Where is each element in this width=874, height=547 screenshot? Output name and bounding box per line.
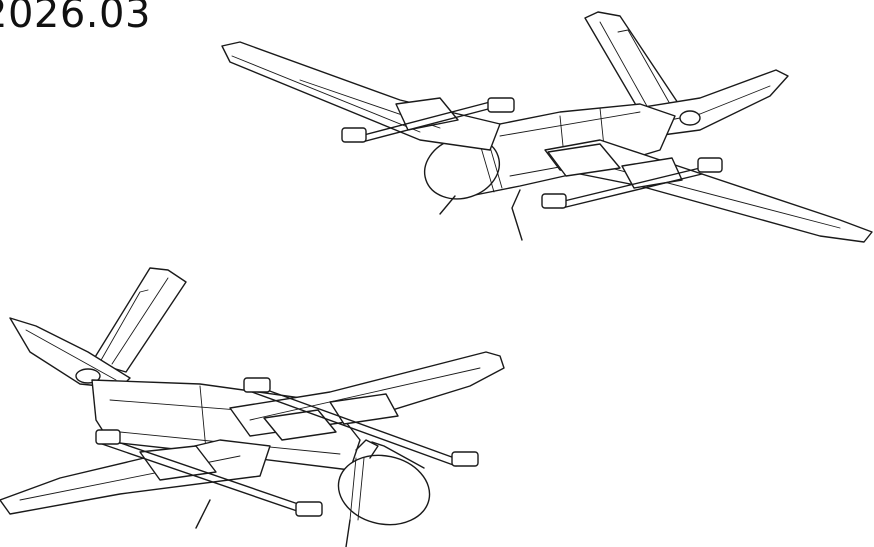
- bottom-left-wing: [0, 439, 271, 515]
- date-label: 2026.03: [0, 0, 151, 37]
- drone-illustration-bottom: [0, 267, 505, 547]
- bottom-right-wing: [229, 351, 505, 441]
- bottom-landing-gear: [195, 499, 351, 547]
- top-tail-fin: [584, 11, 681, 113]
- top-right-wing: [544, 139, 873, 243]
- top-motor-booms: [341, 97, 723, 209]
- top-landing-gear: [439, 189, 523, 241]
- drone-illustration-top: [221, 11, 873, 243]
- bottom-tail-fin: [91, 267, 187, 373]
- bottom-motor-booms: [95, 377, 479, 517]
